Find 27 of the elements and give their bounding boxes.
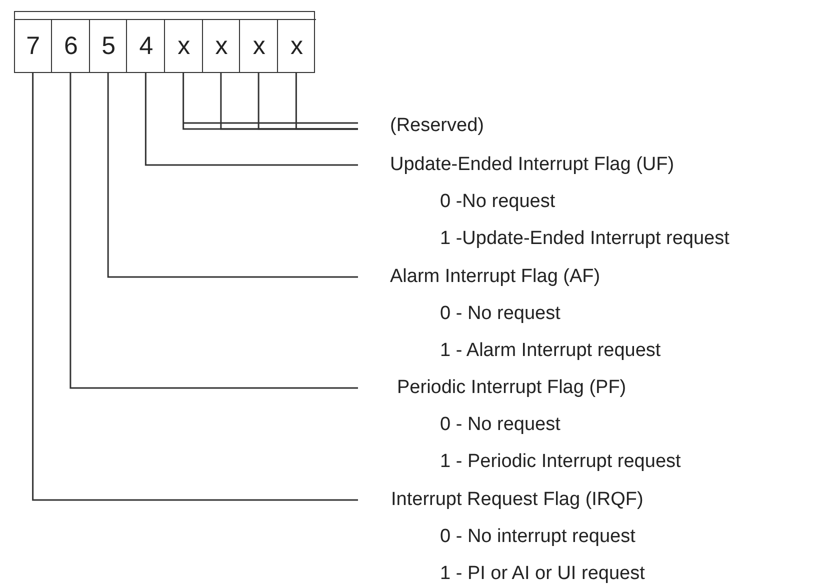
- leader-line: [107, 73, 358, 278]
- bit-value-description: 0 - No request: [440, 414, 560, 436]
- bit-value-description: 1 - Periodic Interrupt request: [440, 451, 681, 473]
- bit-value-description: 0 -No request: [440, 191, 556, 213]
- bit-cell: 4: [126, 19, 165, 73]
- leader-line: [144, 73, 358, 166]
- leader-line: [70, 73, 358, 389]
- register-box: [14, 11, 315, 73]
- bit-cell: x: [202, 19, 240, 73]
- bit-cell: 6: [51, 19, 90, 73]
- bit-description: Alarm Interrupt Flag (AF): [390, 266, 600, 288]
- bit-value-description: 0 - No interrupt request: [440, 526, 636, 548]
- leader-line: [295, 73, 358, 130]
- bit-cell: 5: [88, 19, 128, 73]
- bit-description: Update-Ended Interrupt Flag (UF): [390, 154, 674, 176]
- bit-description: (Reserved): [390, 115, 484, 137]
- bit-value-description: 1 -Update-Ended Interrupt request: [440, 228, 730, 250]
- bit-value-description: 1 - Alarm Interrupt request: [440, 340, 661, 362]
- bit-cell: x: [164, 19, 203, 73]
- bit-value-description: 1 - PI or AI or UI request: [440, 563, 645, 585]
- bit-cell: x: [276, 19, 316, 73]
- bit-value-description: 0 - No request: [440, 303, 560, 325]
- bit-description: Interrupt Request Flag (IRQF): [391, 489, 644, 511]
- bit-cell: 7: [14, 19, 53, 73]
- bit-description: Periodic Interrupt Flag (PF): [397, 377, 626, 399]
- leader-line: [32, 73, 358, 501]
- bit-cell: x: [239, 19, 278, 73]
